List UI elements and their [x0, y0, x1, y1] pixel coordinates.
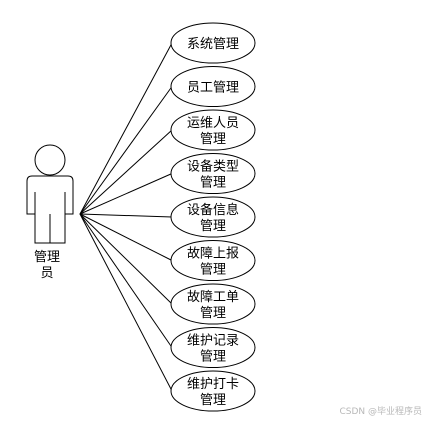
actor-body	[26, 175, 74, 244]
use-case-ellipse	[170, 109, 256, 151]
actor-administrator: 管理 员	[26, 144, 74, 281]
use-case-label-line: 故障上报	[187, 247, 239, 262]
use-case-ellipse	[170, 370, 256, 412]
association-line	[79, 42, 173, 215]
use-case-label-line: 管理	[200, 393, 226, 408]
use-case-label-line: 管理	[200, 219, 226, 234]
use-case-ellipse	[170, 22, 256, 64]
actor-head	[34, 144, 66, 176]
association-line	[79, 173, 173, 215]
use-case-label-line: 设备信息	[187, 202, 239, 218]
association-lines	[79, 42, 173, 392]
use-case-ellipse	[170, 153, 256, 194]
use-case-ellipse	[170, 240, 256, 281]
use-case-label-line: 管理	[200, 263, 226, 278]
use-case-label-line: 系统管理	[187, 37, 239, 52]
use-case-label-line: 员工管理	[187, 81, 239, 96]
association-line	[79, 213, 173, 218]
use-case-label-line: 维护打卡	[187, 377, 239, 392]
use-case-label-line: 管理	[200, 176, 226, 191]
actor-label-line-2: 员	[40, 266, 53, 281]
use-case-label-line: 运维人员	[187, 116, 239, 131]
use-case-ellipse	[170, 327, 256, 368]
association-line	[79, 86, 173, 215]
use-case-label-line: 管理	[200, 350, 226, 365]
use-case-ellipse	[170, 196, 256, 238]
association-line	[79, 213, 173, 261]
actor-label-line-1: 管理	[34, 250, 60, 265]
use-case-2: 员工管理	[170, 66, 256, 107]
use-case-1: 系统管理	[170, 22, 256, 64]
watermark: CSDN @毕业程序员	[339, 407, 422, 417]
use-case-ellipse	[170, 66, 256, 107]
use-case-label-line: 维护记录	[187, 334, 239, 349]
use-case-label-line: 设备类型	[187, 159, 239, 175]
use-case-label-line: 故障工单	[187, 290, 239, 305]
association-line	[79, 213, 173, 348]
use-case-label-line: 管理	[200, 306, 226, 321]
use-case-ellipse	[170, 283, 256, 325]
association-line	[79, 213, 173, 392]
use-case-label-line: 管理	[200, 132, 226, 147]
association-line	[79, 213, 173, 305]
association-line	[79, 129, 173, 215]
use-cases: 系统管理员工管理运维人员管理设备类型管理设备信息管理故障上报管理故障工单管理维护…	[170, 22, 256, 412]
